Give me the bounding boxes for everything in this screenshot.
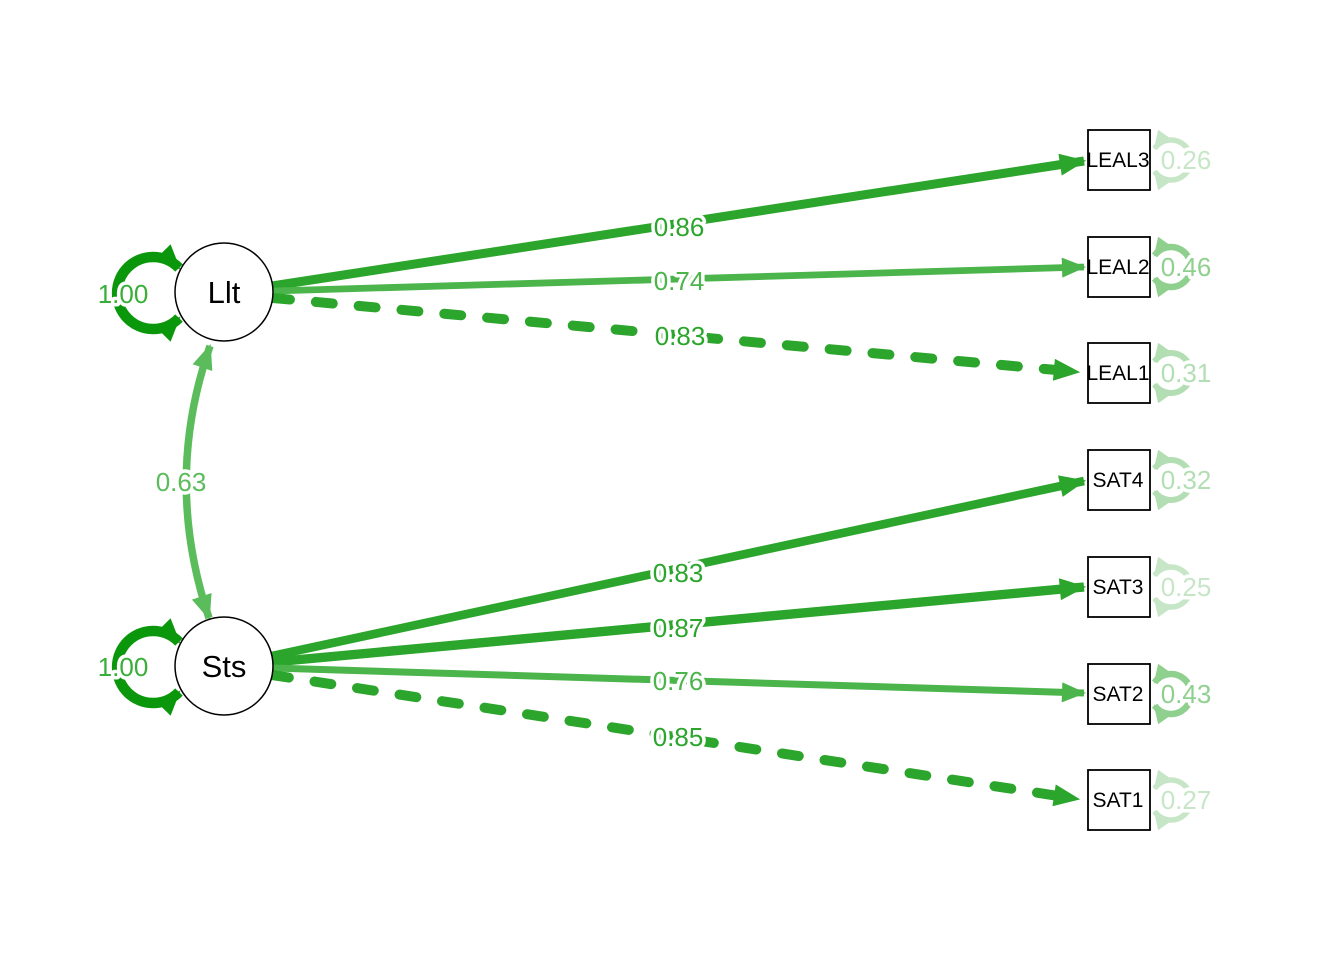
residual-loop-leal2 [1151, 236, 1195, 298]
manifest-label-sat4: SAT4 [1093, 469, 1144, 492]
loading-edge-sts-sat3 [272, 578, 1087, 667]
loading-label-sts-sat4: 0.83 [653, 558, 704, 588]
loading-edge-sts-sat1 [267, 670, 1083, 807]
manifest-node-sat2 [1087, 663, 1151, 725]
residual-label-leal2: 0.46 [1161, 252, 1212, 282]
residual-label-sat4: 0.32 [1161, 465, 1212, 495]
manifest-label-leal1: LEAL1 [1086, 362, 1149, 385]
residual-label-leal3: 0.26 [1161, 145, 1212, 175]
variance-loop-llt [111, 244, 183, 342]
variance-label-llt: 1.00 [98, 279, 149, 309]
latent-label-sts: Sts [202, 649, 247, 684]
manifest-label-leal3: LEAL3 [1086, 149, 1149, 172]
latent-label-llt: Llt [208, 275, 241, 310]
variance-loop-sts [111, 618, 183, 716]
residual-loop-sat1 [1152, 769, 1194, 831]
residual-loop-sat4 [1152, 449, 1194, 511]
loading-edge-sts-sat2 [272, 664, 1086, 703]
residual-loop-sat2 [1151, 663, 1195, 725]
variance-label-sts: 1.00 [98, 652, 149, 682]
loading-edge-llt-leal1 [268, 293, 1083, 381]
latent-node-sts [174, 616, 274, 716]
latent-node-llt [174, 242, 274, 342]
loading-label-sts-sat3: 0.87 [653, 613, 704, 643]
manifest-label-sat2: SAT2 [1093, 683, 1144, 706]
residual-loop-sat3 [1152, 556, 1194, 618]
loading-edge-llt-leal2 [272, 257, 1086, 295]
covariance-edge-llt-sts [182, 344, 214, 620]
manifest-node-sat4 [1087, 449, 1151, 511]
residual-loop-leal3 [1152, 129, 1194, 191]
loading-label-llt-leal2: 0.74 [654, 266, 705, 296]
loading-label-sts-sat1: 0.85 [653, 722, 704, 752]
manifest-label-sat3: SAT3 [1093, 576, 1144, 599]
loading-edge-sts-sat4 [271, 475, 1087, 661]
manifest-node-leal3 [1087, 129, 1151, 191]
manifest-node-sat1 [1087, 769, 1151, 831]
residual-label-sat2: 0.43 [1161, 679, 1212, 709]
loading-edge-llt-leal3 [271, 153, 1087, 291]
loading-label-sts-sat2: 0.76 [653, 666, 704, 696]
manifest-node-sat3 [1087, 556, 1151, 618]
loading-label-llt-leal3: 0.86 [654, 212, 705, 242]
residual-label-sat3: 0.25 [1161, 572, 1212, 602]
residual-label-leal1: 0.31 [1161, 358, 1212, 388]
residual-label-sat1: 0.27 [1161, 785, 1212, 815]
manifest-label-leal2: LEAL2 [1086, 256, 1149, 279]
manifest-label-sat1: SAT1 [1093, 789, 1144, 812]
manifest-node-leal1 [1087, 342, 1151, 404]
residual-loop-leal1 [1152, 342, 1194, 404]
manifest-node-leal2 [1087, 236, 1151, 298]
loading-label-llt-leal1: 0.83 [655, 321, 706, 351]
covariance-label: 0.63 [156, 467, 207, 497]
